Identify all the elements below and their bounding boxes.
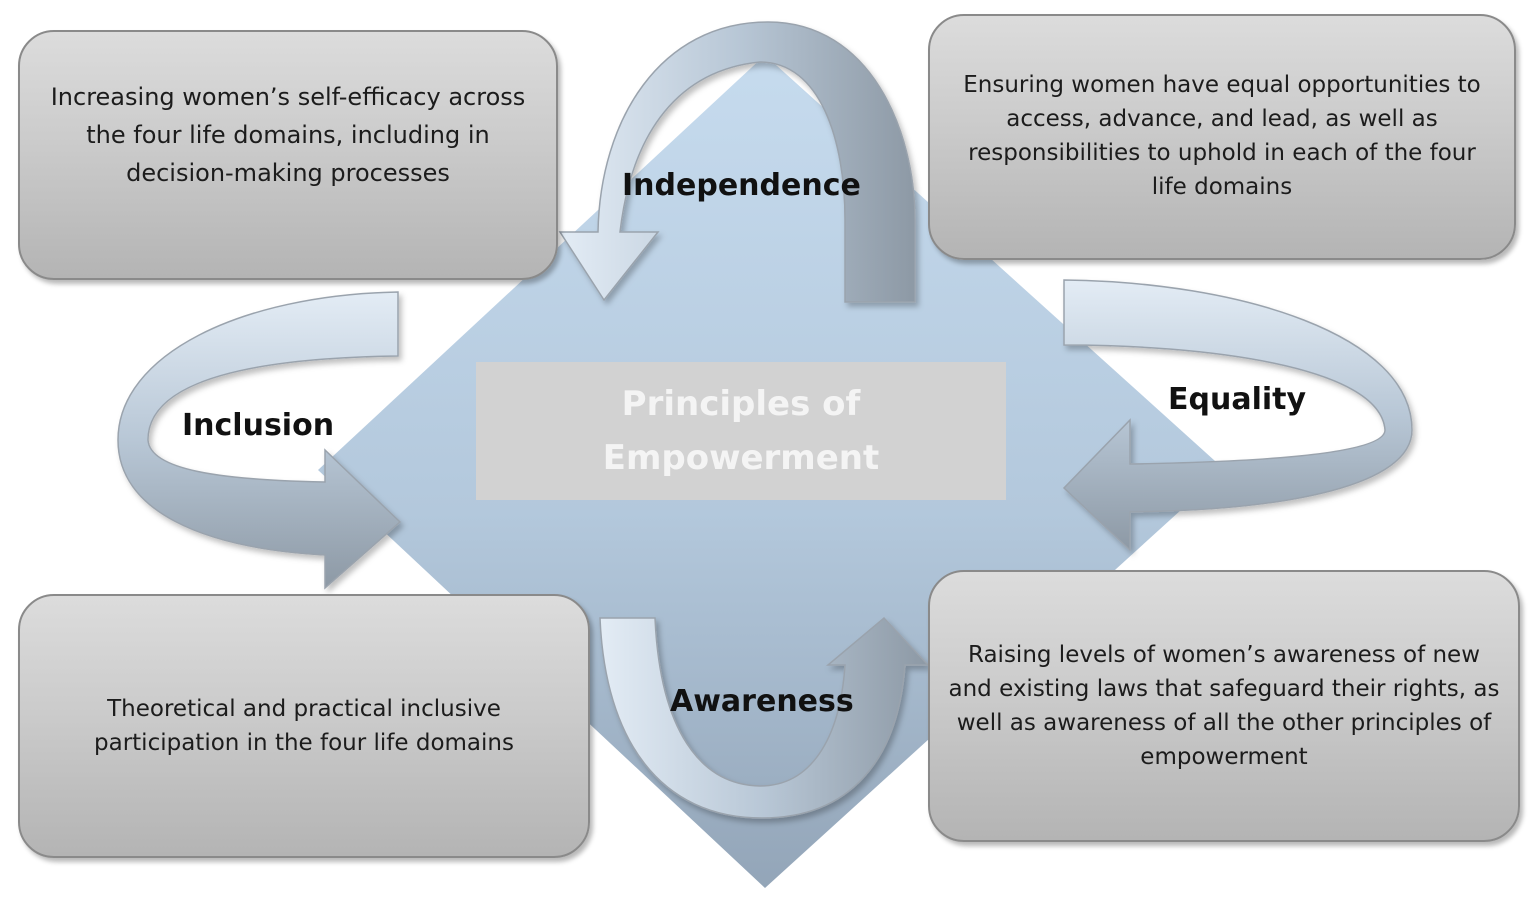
inclusion-label: Inclusion [182, 408, 335, 443]
awareness-label: Awareness [670, 684, 854, 719]
inclusion-description-box: Theoretical and practical inclusive part… [18, 594, 590, 858]
center-title-box: Principles of Empowerment [476, 362, 1006, 500]
inclusion-arrow [117, 291, 402, 590]
awareness-arrow [599, 616, 930, 819]
independence-label: Independence [622, 168, 861, 203]
equality-arrow [1062, 279, 1413, 552]
independence-description-box: Increasing women’s self-efficacy across … [18, 30, 558, 280]
awareness-description-box: Raising levels of women’s awareness of n… [928, 570, 1520, 842]
inclusion-description: Theoretical and practical inclusive part… [94, 696, 514, 756]
equality-description: Ensuring women have equal opportunities … [963, 72, 1481, 200]
independence-arrow [558, 21, 916, 303]
independence-description: Increasing women’s self-efficacy across … [50, 83, 526, 187]
equality-description-box: Ensuring women have equal opportunities … [928, 14, 1516, 260]
center-title: Principles of Empowerment [602, 384, 880, 478]
awareness-description: Raising levels of women’s awareness of n… [948, 642, 1500, 770]
equality-label: Equality [1168, 382, 1307, 417]
